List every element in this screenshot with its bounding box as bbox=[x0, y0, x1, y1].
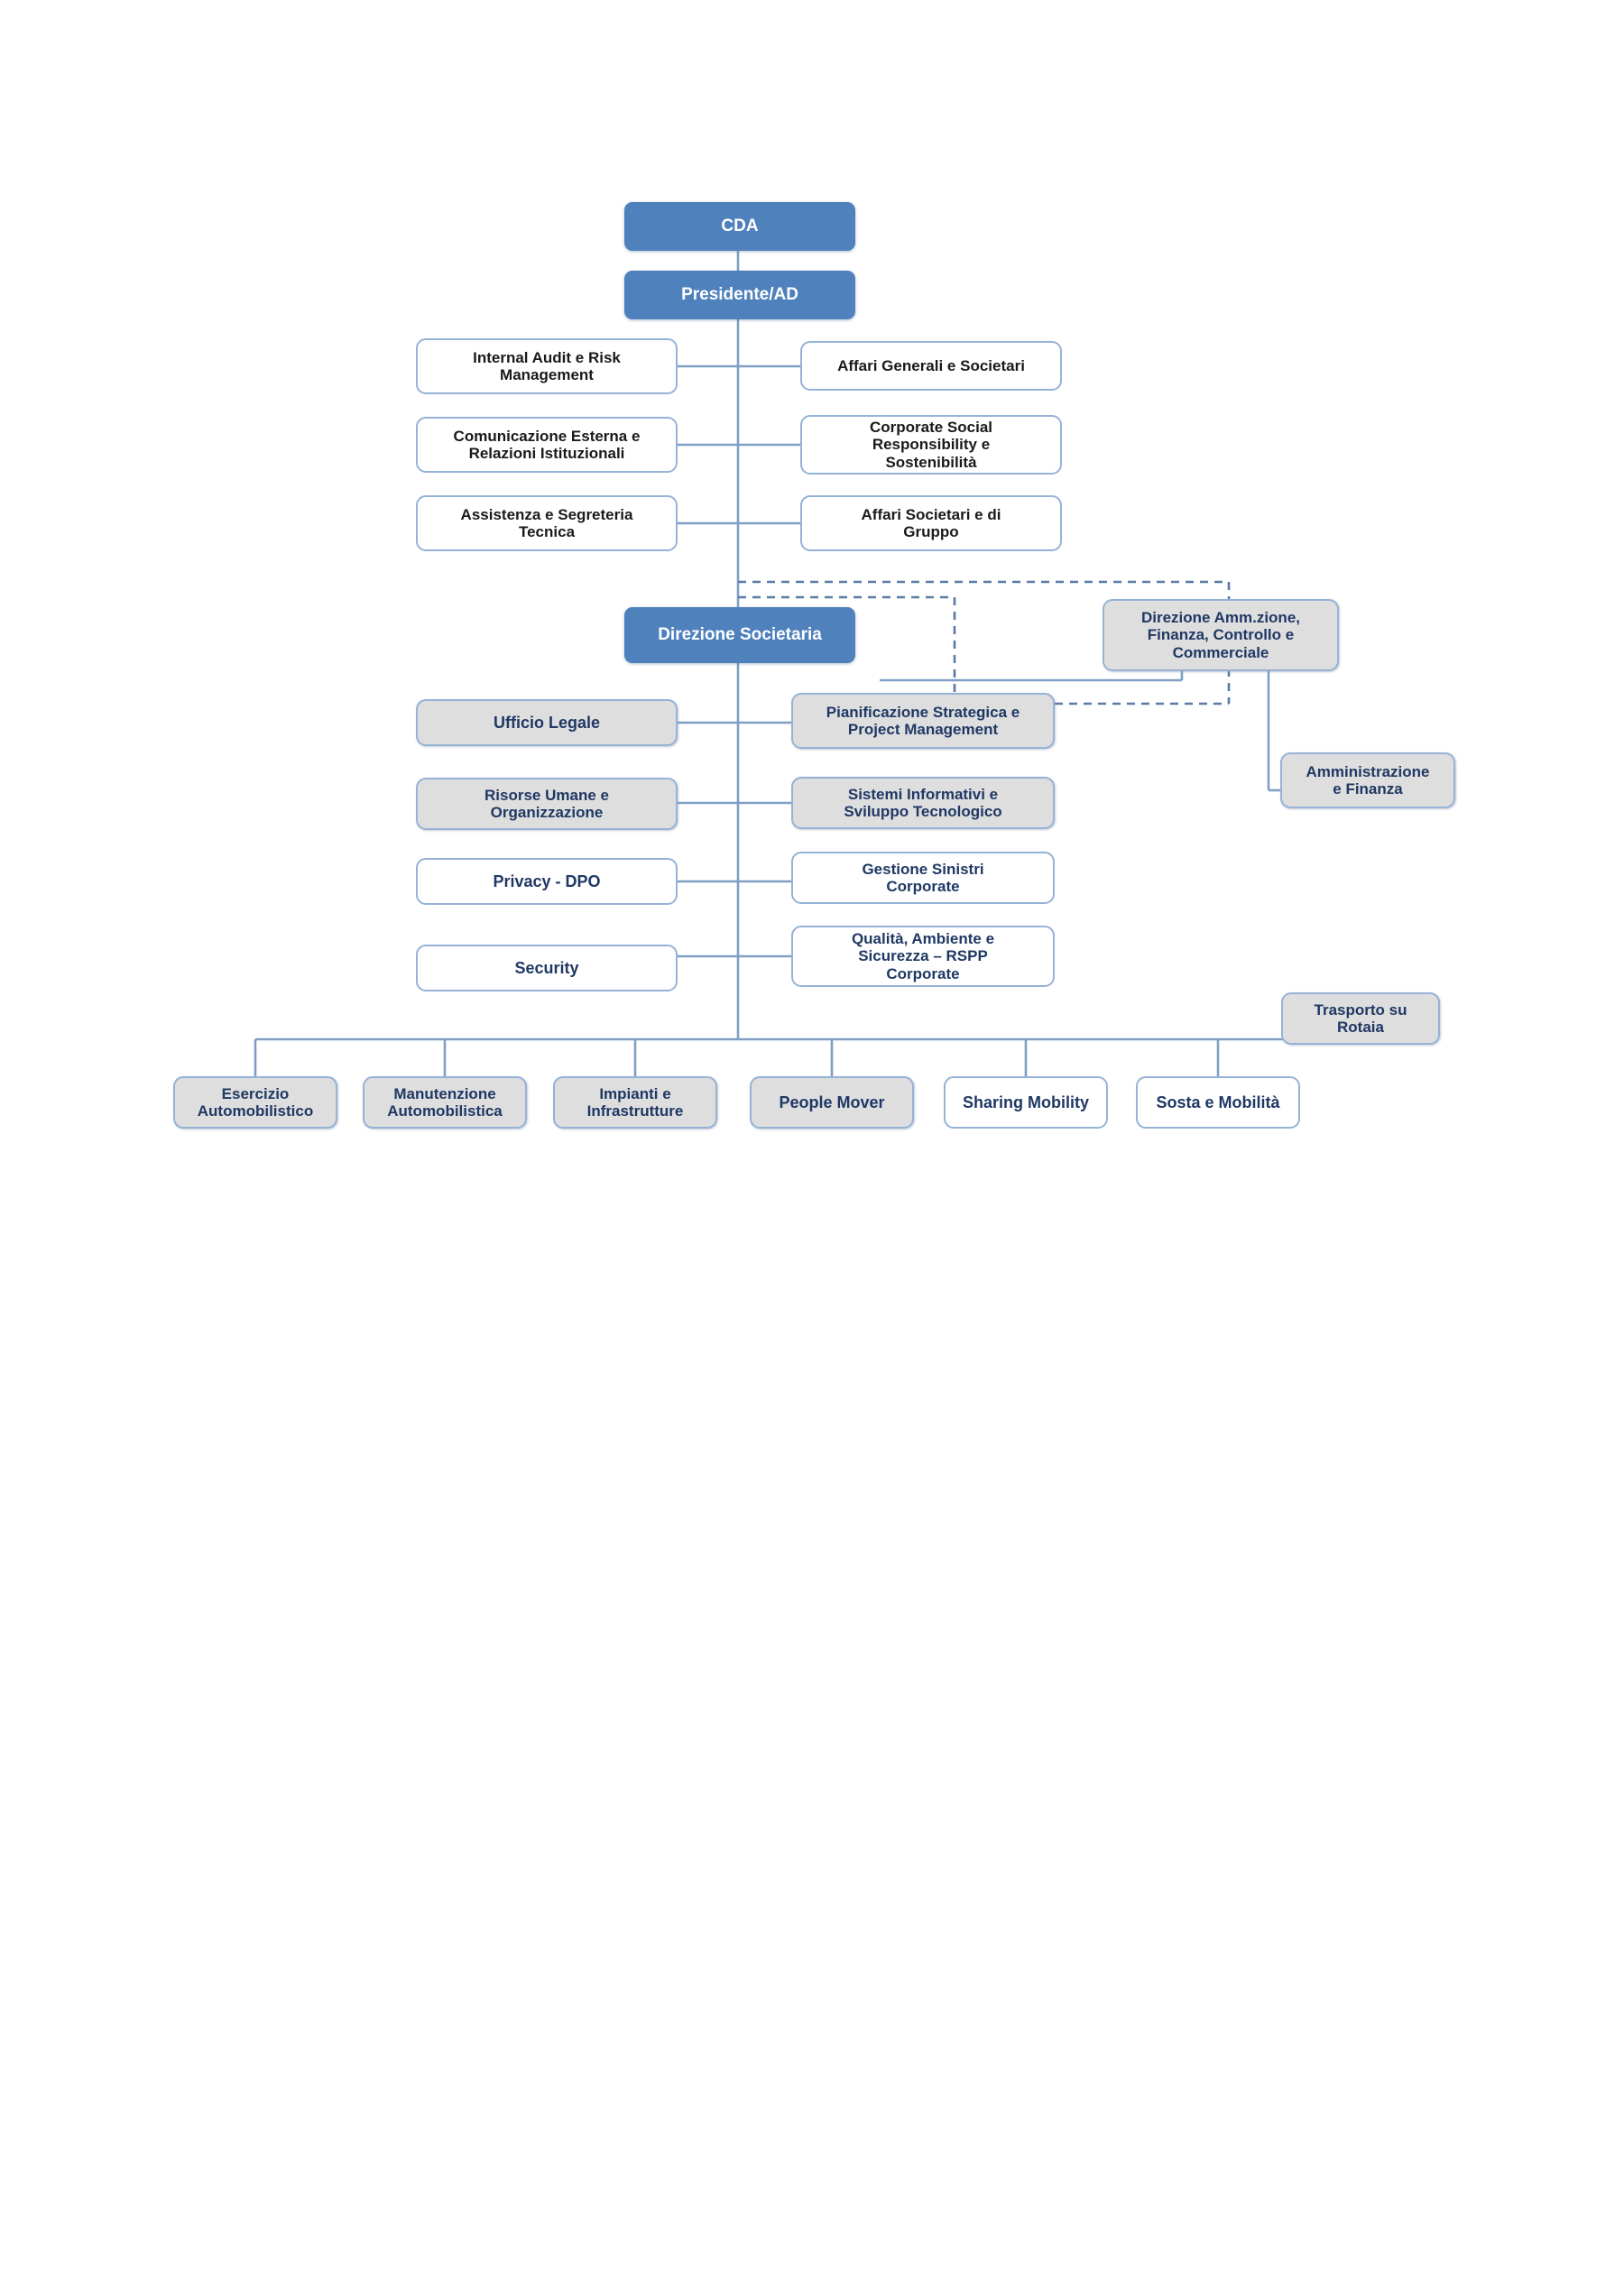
org-node-assistenza[interactable]: Assistenza e Segreteria Tecnica bbox=[416, 495, 678, 551]
org-node-people-mover[interactable]: People Mover bbox=[750, 1076, 914, 1129]
org-node-direzione-amm[interactable]: Direzione Amm.zione, Finanza, Controllo … bbox=[1103, 599, 1339, 671]
org-node-gestione-sinistri[interactable]: Gestione Sinistri Corporate bbox=[791, 852, 1055, 904]
org-node-security[interactable]: Security bbox=[416, 945, 678, 991]
org-node-label: People Mover bbox=[779, 1093, 885, 1111]
org-node-label: Risorse Umane e Organizzazione bbox=[484, 786, 609, 821]
org-node-impianti[interactable]: Impianti e Infrastrutture bbox=[553, 1076, 717, 1129]
org-node-label: Impianti e Infrastrutture bbox=[586, 1084, 684, 1120]
org-node-trasporto-rotaia[interactable]: Trasporto su Rotaia bbox=[1281, 992, 1440, 1045]
org-node-label: Privacy - DPO bbox=[493, 871, 601, 890]
org-node-label: Manutenzione Automobilistica bbox=[387, 1084, 503, 1120]
org-node-csr[interactable]: Corporate Social Responsibility e Sosten… bbox=[800, 415, 1062, 475]
org-node-label: Direzione Societaria bbox=[658, 625, 822, 645]
org-node-qualita[interactable]: Qualità, Ambiente e Sicurezza – RSPP Cor… bbox=[791, 926, 1055, 987]
org-node-label: Esercizio Automobilistico bbox=[197, 1084, 314, 1120]
org-node-manutenzione-auto[interactable]: Manutenzione Automobilistica bbox=[363, 1076, 527, 1129]
org-node-comunicazione[interactable]: Comunicazione Esterna e Relazioni Istitu… bbox=[416, 417, 678, 473]
org-node-label: Sistemi Informativi e Sviluppo Tecnologi… bbox=[844, 785, 1002, 820]
org-node-affari-societari[interactable]: Affari Societari e di Gruppo bbox=[800, 495, 1062, 551]
org-node-sosta-mobilita[interactable]: Sosta e Mobilità bbox=[1136, 1076, 1300, 1129]
org-node-label: Ufficio Legale bbox=[493, 713, 601, 732]
org-node-risorse-umane[interactable]: Risorse Umane e Organizzazione bbox=[416, 778, 678, 830]
org-node-affari-generali[interactable]: Affari Generali e Societari bbox=[800, 341, 1062, 391]
org-node-label: Sharing Mobility bbox=[962, 1093, 1089, 1111]
org-node-pianificazione[interactable]: Pianificazione Strategica e Project Mana… bbox=[791, 693, 1055, 749]
org-node-esercizio-auto[interactable]: Esercizio Automobilistico bbox=[173, 1076, 337, 1129]
org-node-label: Qualità, Ambiente e Sicurezza – RSPP Cor… bbox=[851, 930, 995, 982]
org-node-label: Affari Generali e Societari bbox=[837, 356, 1025, 374]
org-node-label: Comunicazione Esterna e Relazioni Istitu… bbox=[453, 427, 641, 462]
org-node-label: Security bbox=[514, 958, 579, 977]
org-node-presidente[interactable]: Presidente/AD bbox=[624, 271, 855, 319]
org-node-amministrazione[interactable]: Amministrazione e Finanza bbox=[1280, 752, 1455, 808]
org-node-label: Trasporto su Rotaia bbox=[1314, 1000, 1407, 1036]
org-node-sistemi-info[interactable]: Sistemi Informativi e Sviluppo Tecnologi… bbox=[791, 777, 1055, 829]
org-node-label: Amministrazione e Finanza bbox=[1306, 762, 1430, 798]
org-node-cda[interactable]: CDA bbox=[624, 202, 855, 251]
org-node-label: Pianificazione Strategica e Project Mana… bbox=[826, 703, 1020, 738]
org-node-label: Presidente/AD bbox=[681, 285, 798, 305]
org-node-label: Direzione Amm.zione, Finanza, Controllo … bbox=[1140, 609, 1300, 661]
org-node-label: CDA bbox=[721, 217, 759, 236]
org-node-sharing-mobility[interactable]: Sharing Mobility bbox=[944, 1076, 1108, 1129]
org-node-label: Internal Audit e Risk Management bbox=[473, 348, 621, 383]
org-node-label: Affari Societari e di Gruppo bbox=[861, 505, 1001, 540]
org-node-label: Assistenza e Segreteria Tecnica bbox=[460, 505, 633, 540]
org-node-ufficio-legale[interactable]: Ufficio Legale bbox=[416, 699, 678, 746]
org-node-direzione-societaria[interactable]: Direzione Societaria bbox=[624, 607, 855, 663]
org-node-label: Corporate Social Responsibility e Sosten… bbox=[869, 419, 993, 471]
org-node-label: Gestione Sinistri Corporate bbox=[862, 860, 984, 895]
org-node-privacy-dpo[interactable]: Privacy - DPO bbox=[416, 858, 678, 905]
org-node-internal-audit[interactable]: Internal Audit e Risk Management bbox=[416, 338, 678, 394]
org-node-label: Sosta e Mobilità bbox=[1156, 1093, 1280, 1111]
